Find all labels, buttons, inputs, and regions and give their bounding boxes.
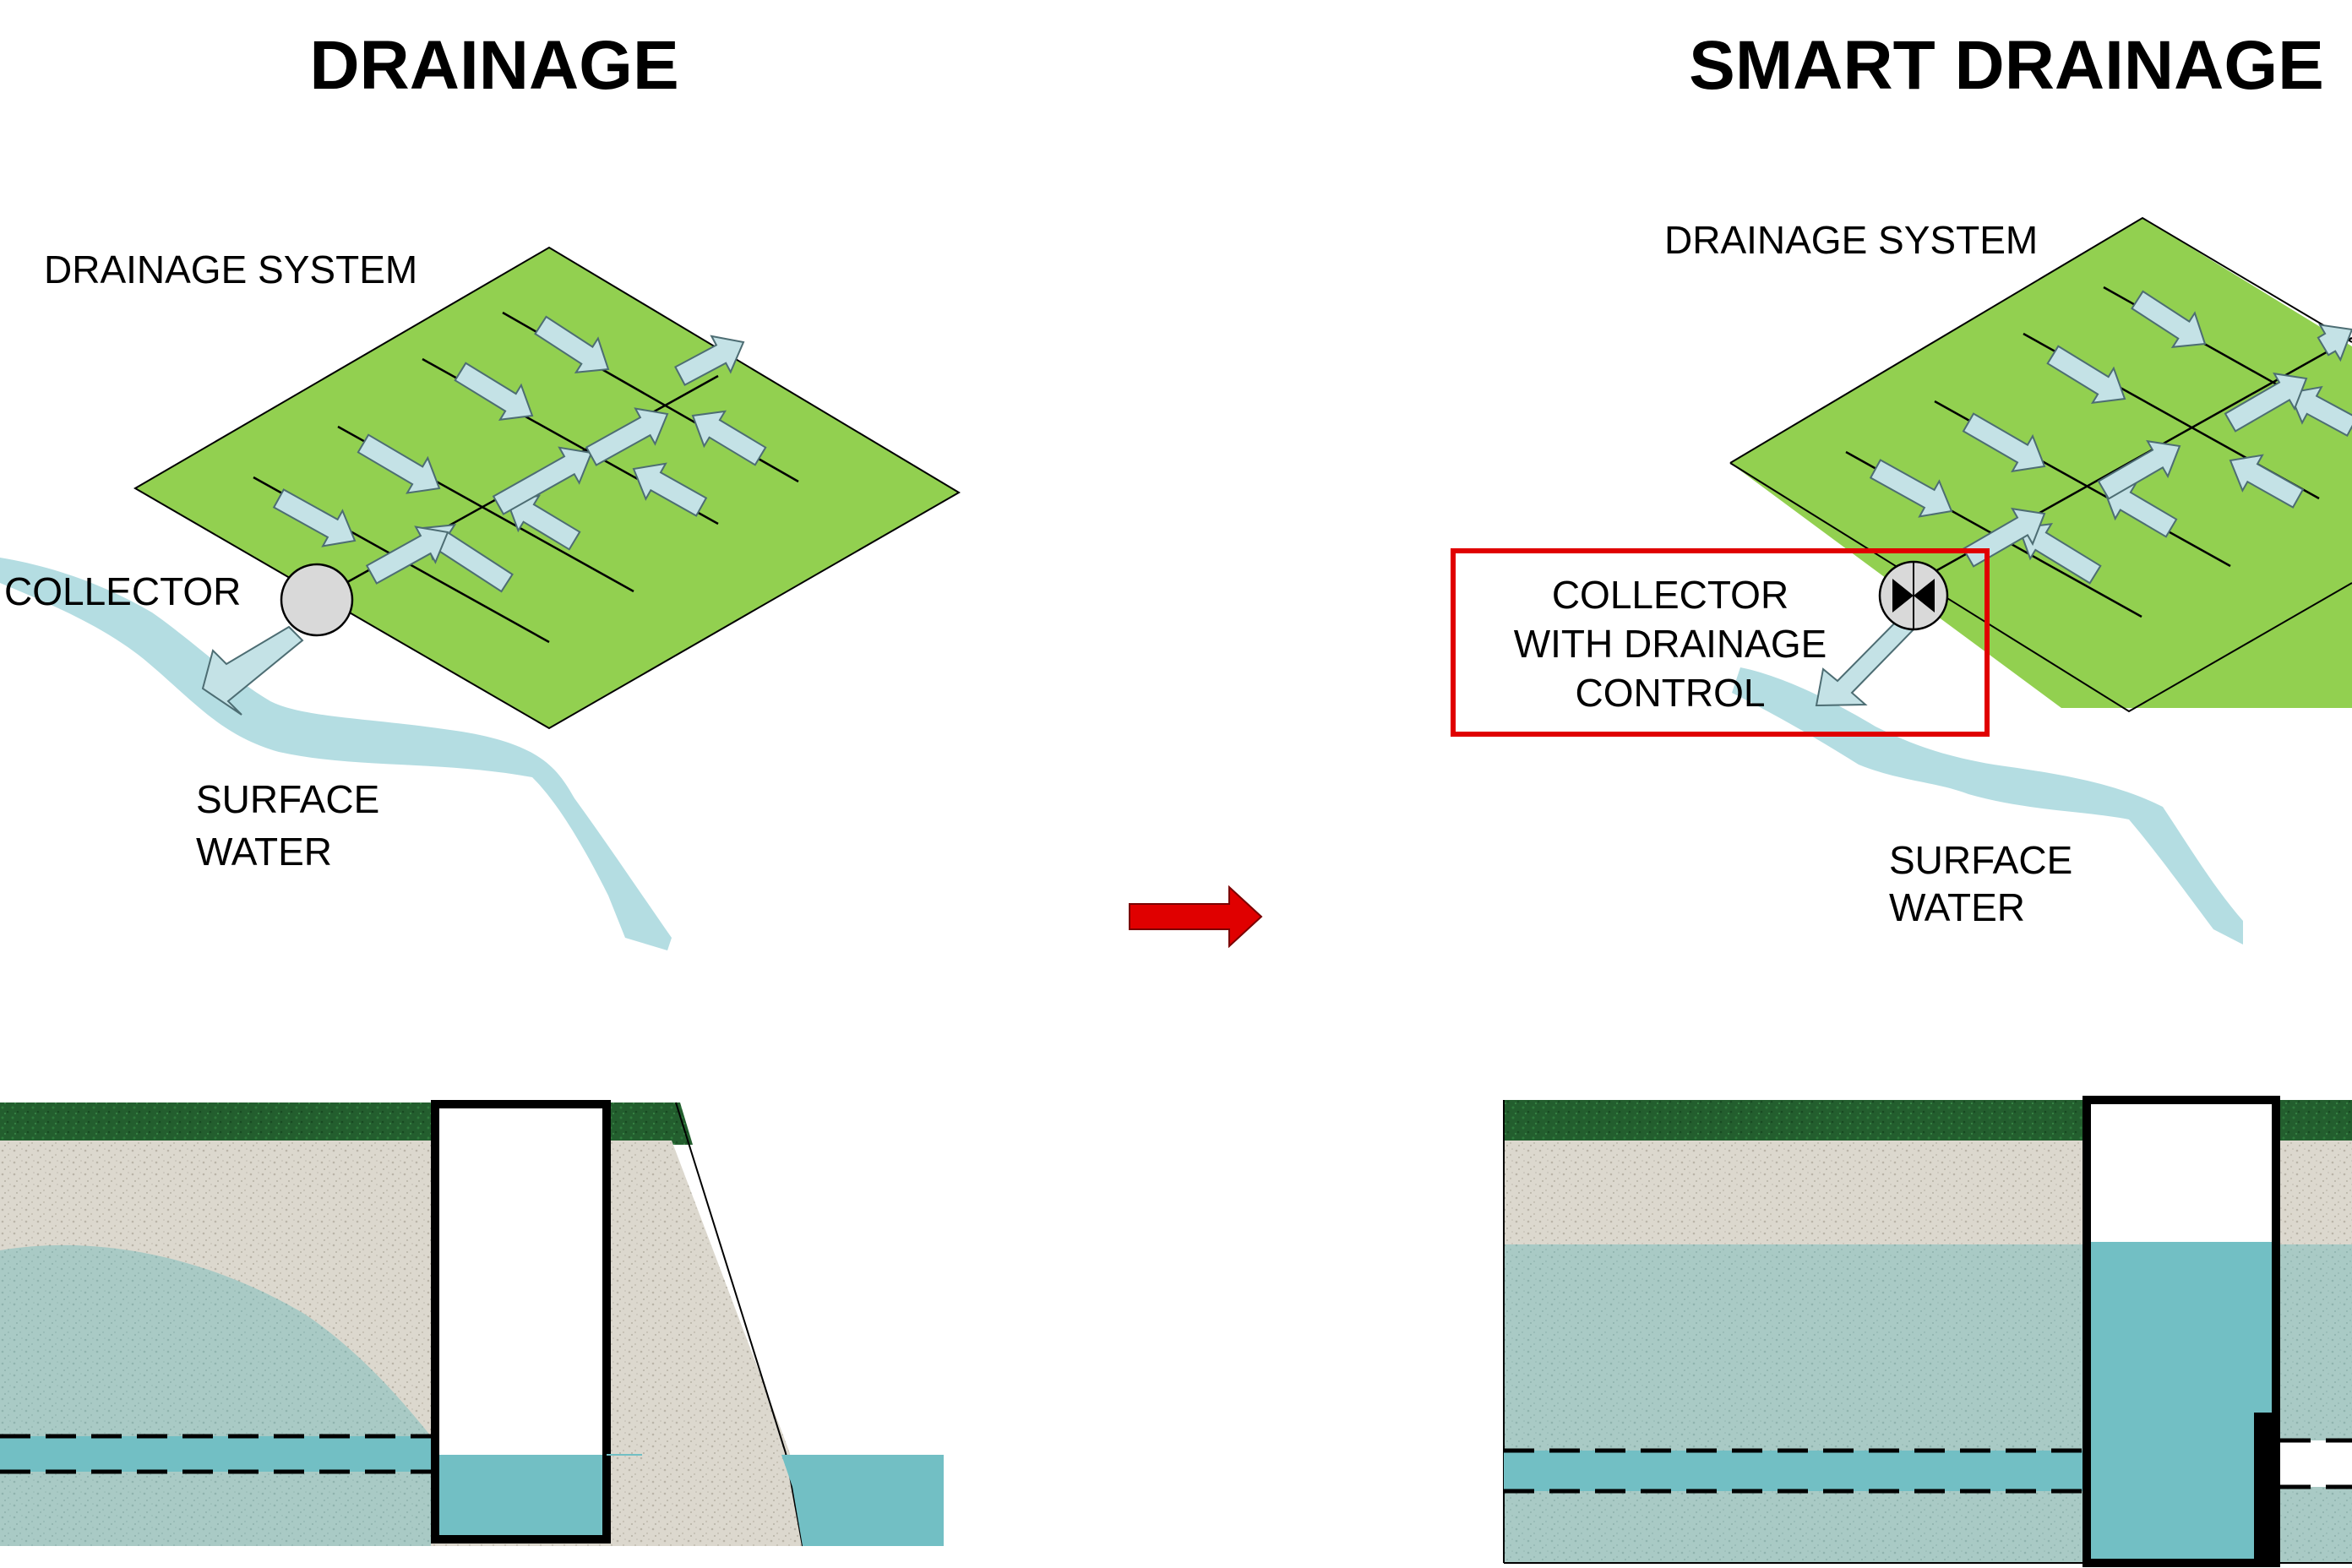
right-cross-section [1503, 1096, 2352, 1567]
right-collector-label-1: COLLECTOR [1552, 573, 1788, 617]
right-collector-label-3: CONTROL [1576, 671, 1766, 715]
left-drain-arrow [674, 335, 745, 386]
transition-arrow [1129, 885, 1263, 949]
right-drain-arrow [1869, 459, 1953, 518]
collector-control-highlight-box [1451, 548, 1990, 737]
left-drain-arrow [454, 362, 534, 422]
left-well-water [435, 1455, 607, 1539]
right-control-weir [2254, 1413, 2276, 1563]
left-drain-arrow [585, 407, 669, 466]
left-ditch-water [608, 1455, 944, 1546]
right-drain-pipe [1504, 1451, 2108, 1491]
left-drainage-system-label: DRAINAGE SYSTEM [44, 248, 417, 291]
right-drain-arrow [2102, 482, 2178, 538]
left-drain-arrows [272, 315, 767, 593]
right-outlet-pipe [2280, 1440, 2352, 1487]
left-outflow-arrow [201, 625, 304, 716]
right-well-water [2087, 1242, 2276, 1563]
left-collector-node [280, 563, 354, 637]
right-drain-arrow [2131, 290, 2207, 349]
left-drain-arrow [691, 410, 767, 466]
left-collector-well [431, 1100, 611, 1544]
right-outflow-arrow [1815, 612, 1919, 707]
left-drain-arrow [272, 488, 357, 547]
right-drain-arrow [2017, 522, 2102, 585]
left-surface-water-label-2: WATER [196, 830, 332, 874]
left-drain-pipe [0, 1436, 452, 1472]
left-surface-water-label-1: SURFACE [196, 777, 379, 821]
drainage-control-valve-icon [1878, 560, 1949, 631]
right-drainage-system-label: DRAINAGE SYSTEM [1664, 218, 2038, 262]
right-drain-arrows [1869, 290, 2352, 585]
right-drain-arrow [2317, 324, 2352, 362]
left-drain-arrow [365, 525, 449, 585]
right-surface-water-label-1: SURFACE [1889, 838, 2072, 882]
right-drain-arrow [2097, 439, 2181, 500]
right-title: SMART DRAINAGE [1689, 27, 2324, 104]
right-drain-arrow [2224, 372, 2308, 433]
left-drain-arrow [492, 446, 593, 515]
right-drain-arrow [1962, 412, 2046, 473]
left-drain-arrow [357, 433, 441, 494]
left-title: DRAINAGE [309, 27, 678, 104]
left-drain-arrow [632, 462, 708, 517]
right-drain-arrow [2046, 345, 2126, 405]
right-collector-label-2: WITH DRAINAGE [1514, 622, 1827, 666]
left-collector-label: COLLECTOR [4, 569, 241, 613]
right-surface-water-label-2: WATER [1889, 885, 2025, 929]
left-drain-arrow [505, 494, 581, 551]
left-drain-arrow [534, 315, 610, 374]
left-surface-water-river [0, 558, 672, 950]
left-cross-section [0, 1100, 944, 1547]
right-drain-arrow [2229, 454, 2305, 509]
right-collector-well [2082, 1096, 2280, 1567]
